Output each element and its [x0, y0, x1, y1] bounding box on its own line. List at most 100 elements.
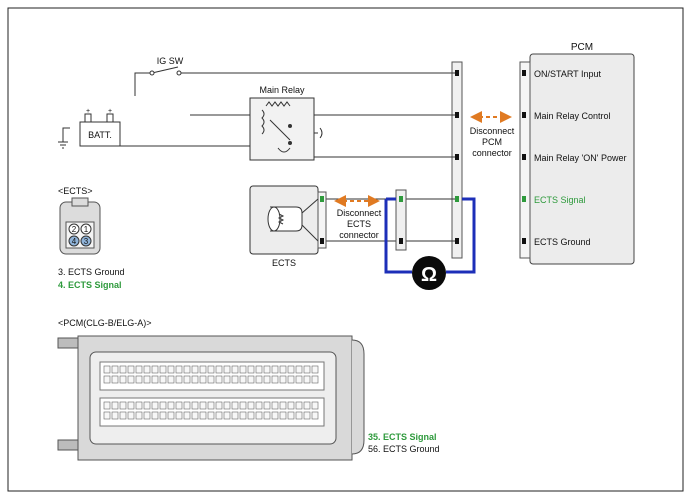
harness-pin — [455, 112, 459, 118]
pcm-pin-cell — [111, 375, 119, 384]
thermistor-end — [267, 206, 281, 232]
pcm-pin-cell — [191, 411, 199, 420]
pcm-pin-cell — [103, 365, 111, 374]
ects-legend-ground: 3. ECTS Ground — [58, 267, 125, 277]
ohmmeter: Ω — [384, 197, 476, 290]
ects-connector-heading: <ECTS> — [58, 186, 93, 196]
pcm-pin-cell — [263, 375, 271, 384]
pcm-pin-cell — [239, 401, 247, 410]
pcm-pin-cell — [103, 401, 111, 410]
battery-label: BATT. — [88, 130, 112, 140]
pcm-pin-cell — [271, 401, 279, 410]
pcm-pin-row: Main Relay 'ON' Power — [522, 153, 626, 163]
pcm-pin-cell — [191, 401, 199, 410]
pcm-pin-cell — [255, 401, 263, 410]
pcm-pin-row: ECTS Signal — [522, 195, 586, 205]
pcm-pin-row: ECTS Ground — [522, 237, 591, 247]
pcm-pin-label: ON/START Input — [534, 69, 602, 79]
pcm-pin-cell — [191, 375, 199, 384]
pcm-connector-mount — [57, 337, 79, 349]
pcm-pin-cell — [311, 401, 319, 410]
relay-contact — [288, 124, 292, 128]
pcm-pin-cell — [263, 411, 271, 420]
pcm-pin-cell — [215, 401, 223, 410]
pcm-pin-cell — [167, 411, 175, 420]
ects-component-label: ECTS — [272, 258, 296, 268]
harness-connector-pcm — [451, 61, 463, 259]
harness-pin — [455, 70, 459, 76]
ects-connector-strip — [317, 191, 327, 249]
pcm-pin-cell — [207, 375, 215, 384]
pcm-pin-cell — [311, 375, 319, 384]
pcm-pin-cell — [127, 401, 135, 410]
pcm-pin-cell — [135, 411, 143, 420]
pcm-pin-cell — [223, 401, 231, 410]
pcm-pin-cell — [143, 411, 151, 420]
pcm-pin-cell — [231, 365, 239, 374]
pcm-connector-lever — [351, 339, 365, 455]
pcm-pin — [522, 238, 526, 244]
pcm-pin-cell — [135, 375, 143, 384]
pcm-pin-cell — [223, 411, 231, 420]
pcm-pin-cell — [167, 365, 175, 374]
wire-batt-to-relay — [109, 125, 250, 147]
pcm-module: PCM ON/START Input Main Relay Control Ma… — [519, 42, 635, 265]
disconnect-ects-line: connector — [339, 230, 379, 240]
pcm-pin-cell — [223, 375, 231, 384]
pcm-pin-cell — [119, 365, 127, 374]
disconnect-pcm-line: Disconnect — [470, 126, 515, 136]
pcm-pin-cell — [175, 411, 183, 420]
pcm-pin — [522, 112, 526, 118]
pcm-pin — [522, 196, 526, 202]
pcm-pin — [522, 70, 526, 76]
pcm-pin-cell — [271, 365, 279, 374]
harness-connector-ects — [395, 189, 407, 251]
pcm-pin-cell — [175, 365, 183, 374]
ects-pin-cell — [80, 235, 92, 247]
ects-pin-cell — [80, 223, 92, 235]
disconnect-pcm-line: connector — [472, 148, 512, 158]
battery-plus-sign: + — [86, 108, 90, 115]
battery-terminal — [106, 113, 114, 123]
pcm-pin-cell — [111, 401, 119, 410]
battery-terminal — [84, 113, 92, 123]
pcm-connector-view: <PCM(CLG-B/ELG-A)> 35. ECTS Signal 56. E… — [57, 318, 440, 461]
thermistor-resistor — [277, 213, 285, 225]
pcm-pin-cell — [199, 375, 207, 384]
pcm-pin-cell — [119, 375, 127, 384]
pcm-pin-cell — [103, 411, 111, 420]
pcm-pin-cell — [303, 401, 311, 410]
pcm-pin-cell — [111, 365, 119, 374]
pcm-legend-signal: 35. ECTS Signal — [368, 432, 437, 442]
ects-pin-cell — [68, 235, 80, 247]
pcm-pin-cell — [151, 375, 159, 384]
main-relay: Main Relay — [249, 85, 323, 161]
harness-pin — [399, 196, 403, 202]
relay-diode-arc — [277, 147, 291, 153]
ects-lead — [301, 198, 319, 214]
pcm-pin-cell — [255, 375, 263, 384]
pcm-legend-ground: 56. ECTS Ground — [368, 444, 440, 454]
pcm-pin-cell — [231, 375, 239, 384]
ig-switch-contact — [149, 70, 155, 76]
pcm-pin-cell — [231, 401, 239, 410]
ig-switch: IG SW — [149, 56, 184, 76]
relay-contact — [288, 141, 292, 145]
pcm-pin-cell — [223, 365, 231, 374]
meter-lead-right — [446, 197, 476, 274]
pcm-pin-cell — [207, 411, 215, 420]
pcm-pin-cell — [167, 401, 175, 410]
pcm-pin-label: ECTS Ground — [534, 237, 591, 247]
ects-pin — [320, 196, 324, 202]
ects-legend-signal: 4. ECTS Signal — [58, 280, 122, 290]
pcm-pin-cell — [111, 411, 119, 420]
pcm-pin-cell — [207, 401, 215, 410]
pcm-pin-cell — [287, 411, 295, 420]
pcm-pin-cell — [247, 365, 255, 374]
ects-pin-cell — [68, 223, 80, 235]
pcm-pin-cell — [239, 411, 247, 420]
pcm-pin-cell — [215, 365, 223, 374]
harness-connector-body — [395, 189, 407, 251]
ects-pin-number: 1 — [84, 225, 89, 234]
pcm-title: PCM — [571, 42, 593, 53]
